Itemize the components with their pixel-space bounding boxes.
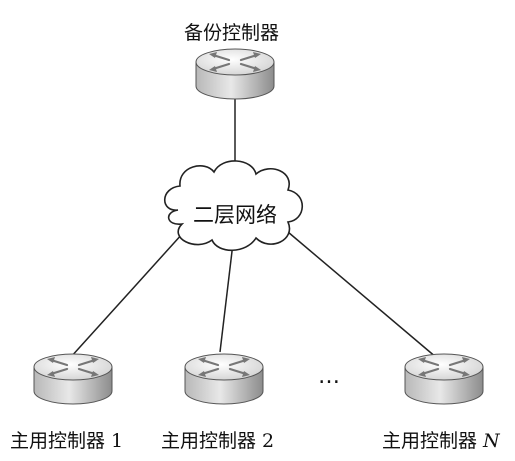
cloud-icon (163, 160, 303, 252)
primary-label-text: 主用控制器 (10, 430, 112, 452)
primary-label-index: 1 (111, 430, 124, 452)
primary-label-text: 主用控制器 (382, 430, 484, 452)
router-icon-primary-2 (183, 352, 265, 406)
link-cloud-primary-2 (219, 242, 234, 353)
primary-controller-label-2: 主用控制器 2 (161, 426, 274, 453)
router-icon-backup (194, 47, 276, 101)
primary-controller-label-n: 主用控制器 N (382, 426, 500, 453)
link-cloud-primary-n (287, 231, 438, 359)
router-icon-primary-n (403, 352, 485, 406)
network-label: 二层网络 (193, 203, 277, 227)
primary-label-index: 2 (262, 430, 275, 452)
router-icon-primary-1 (32, 352, 114, 406)
backup-controller-label: 备份控制器 (184, 22, 280, 44)
primary-controller-label-1: 主用控制器 1 (10, 426, 123, 453)
ellipsis: … (318, 364, 341, 389)
primary-label-text: 主用控制器 (161, 430, 263, 452)
primary-label-index: N (483, 430, 500, 452)
link-cloud-primary-1 (69, 232, 184, 359)
